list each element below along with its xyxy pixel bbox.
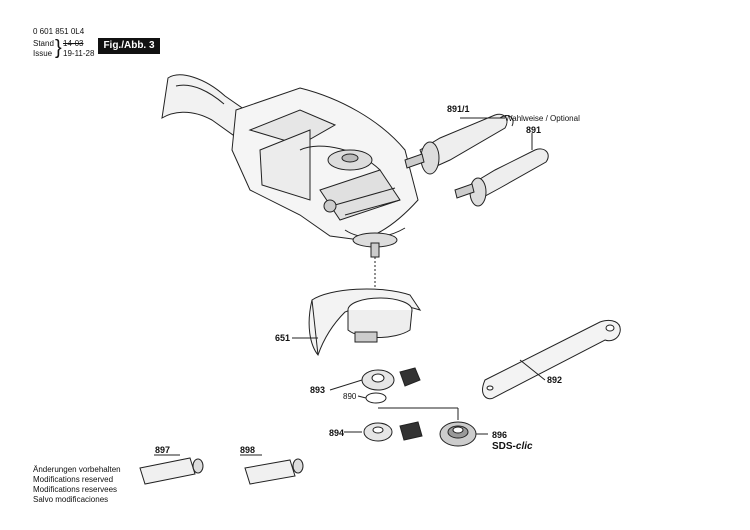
wheel-guard-651 [292, 288, 422, 357]
spanner-892 [482, 319, 621, 400]
o-ring-890 [365, 392, 387, 404]
footer-line: Modifications reserved [33, 475, 114, 484]
stand-value: 14-03 [63, 39, 84, 48]
optional-note: Wahlweise / Optional [505, 114, 580, 123]
footer-line: Salvo modificaciones [33, 495, 109, 504]
callout-896: 896 [492, 430, 508, 440]
grease-tube-897 [139, 454, 204, 485]
issue-label: Issue [33, 49, 53, 58]
callout-651: 651 [275, 333, 291, 343]
callout-892: 892 [547, 375, 563, 385]
grease-tube-898 [240, 454, 304, 485]
sds-clic-nut-896 [439, 421, 488, 447]
callout-891: 891 [526, 125, 542, 135]
clamping-nut-894 [344, 421, 423, 442]
footer-line: Modifications reservees [33, 485, 118, 494]
callout-894: 894 [329, 428, 345, 438]
footer-line: Änderungen vorbehalten [33, 465, 121, 474]
header-brace: } [55, 37, 62, 59]
callout-893: 893 [310, 385, 326, 395]
footer-notes: Änderungen vorbehalten Modifications res… [33, 465, 121, 505]
stand-label: Stand [33, 39, 54, 48]
angle-grinder-body [161, 74, 419, 300]
callout-897: 897 [155, 445, 171, 455]
aux-handle-891-1 [404, 113, 514, 175]
callout-891-1: 891/1 [447, 104, 470, 114]
issue-value: 19-11-28 [63, 49, 95, 58]
callout-890: 890 [343, 392, 357, 401]
callout-898: 898 [240, 445, 256, 455]
sds-suffix: clic [515, 441, 533, 452]
aux-handle-891 [454, 148, 549, 207]
part-number: 0 601 851 0L4 [33, 27, 85, 36]
figure-badge: Fig./Abb. 3 [98, 38, 160, 54]
flange-893 [329, 367, 421, 391]
sds-clic-label: SDS-clic [492, 441, 533, 452]
sds-prefix: SDS- [492, 441, 516, 452]
